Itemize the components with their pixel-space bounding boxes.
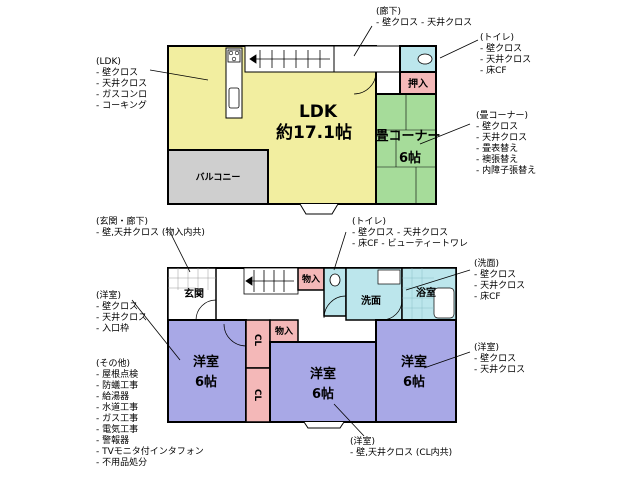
oshiire-label: 押入 (408, 77, 428, 90)
balcony-label: バルコニー (196, 172, 241, 183)
closet-lower-label: CL (252, 389, 262, 402)
western-center-label: 洋室 (310, 366, 336, 382)
note-entrance: (玄関・廊下) - 壁,天井クロス (物入内共) (96, 215, 205, 238)
western-room-center (269, 341, 377, 423)
monoire-top-label: 物入 (302, 273, 320, 285)
lower-floor: 玄関 物入 洗面 浴室 物入 CL CL 洋室 6帖 洋室 6帖 洋室 6帖 (167, 267, 457, 429)
western-right-label: 洋室 (401, 354, 427, 370)
ldk-door (353, 71, 377, 95)
western-left-label: 洋室 (193, 354, 219, 370)
note-upper-toilet: (トイレ) - 壁クロス - 天井クロス - 床CF (480, 33, 534, 76)
western-left-size: 6帖 (195, 374, 217, 390)
note-tatami: (畳コーナー) - 壁クロス - 天井クロス - 畳表替え - 襖張替え - 内… (476, 110, 536, 176)
ldk-size: 約17.1帖 (276, 122, 352, 143)
lower-window (303, 421, 345, 429)
monoire-mid-label: 物入 (275, 325, 293, 337)
kitchen-sink (228, 87, 240, 109)
closet-upper-label: CL (252, 334, 262, 347)
western-center-size: 6帖 (312, 386, 334, 402)
tatami-size: 6帖 (399, 150, 421, 166)
genkan-door (195, 299, 217, 321)
leader-lines (131, 25, 479, 437)
note-ldk: (LDK) - 壁クロス - 天井クロス - ガスコンロ - コーキング (96, 57, 150, 111)
genkan-tiles (168, 268, 216, 290)
note-washroom: (洗面) - 壁クロス - 天井クロス - 床CF (474, 257, 528, 302)
upper-floor: LDK 約17.1帖 畳コーナー 6帖 押入 バルコニー (167, 45, 441, 215)
notes: (廊下) - 壁クロス - 天井クロス (トイレ) - 壁クロス - 天井クロス… (96, 5, 536, 468)
washroom-door (323, 295, 347, 319)
genkan-label: 玄関 (184, 287, 204, 300)
balcony (167, 149, 269, 205)
washroom-label: 洗面 (361, 294, 381, 307)
western-left-door (223, 323, 247, 347)
note-lower-toilet: (トイレ) - 壁クロス - 天井クロス - 床CF - ビューティートワレ (352, 217, 468, 249)
gas-stove (227, 49, 241, 63)
bathroom-label: 浴室 (416, 286, 436, 299)
note-other: (その他) - 屋根点検 - 防蟻工事 - 給湯器 - 水道工事 - ガス工事 … (96, 357, 207, 468)
tatami-grid (376, 94, 436, 204)
note-western-left: (洋室) - 壁クロス - 天井クロス - 入口枠 (96, 289, 150, 334)
upper-stairs (249, 50, 330, 68)
note-upper-hall: (廊下) - 壁クロス - 天井クロス (376, 5, 472, 28)
ldk-label: LDK (299, 102, 338, 122)
western-room-right (375, 319, 457, 423)
upper-hall-landing (333, 45, 401, 73)
western-right-size: 6帖 (403, 374, 425, 390)
bath-door (381, 299, 403, 321)
tatami-label: 畳コーナー (375, 129, 440, 144)
western-room-left (167, 319, 247, 423)
note-western-right: (洋室) - 壁クロス - 天井クロス (474, 341, 525, 375)
note-western-bottom: (洋室) - 壁,天井クロス (CL内共) (350, 435, 452, 458)
bay-window (299, 203, 339, 215)
lower-stairs (243, 267, 299, 295)
